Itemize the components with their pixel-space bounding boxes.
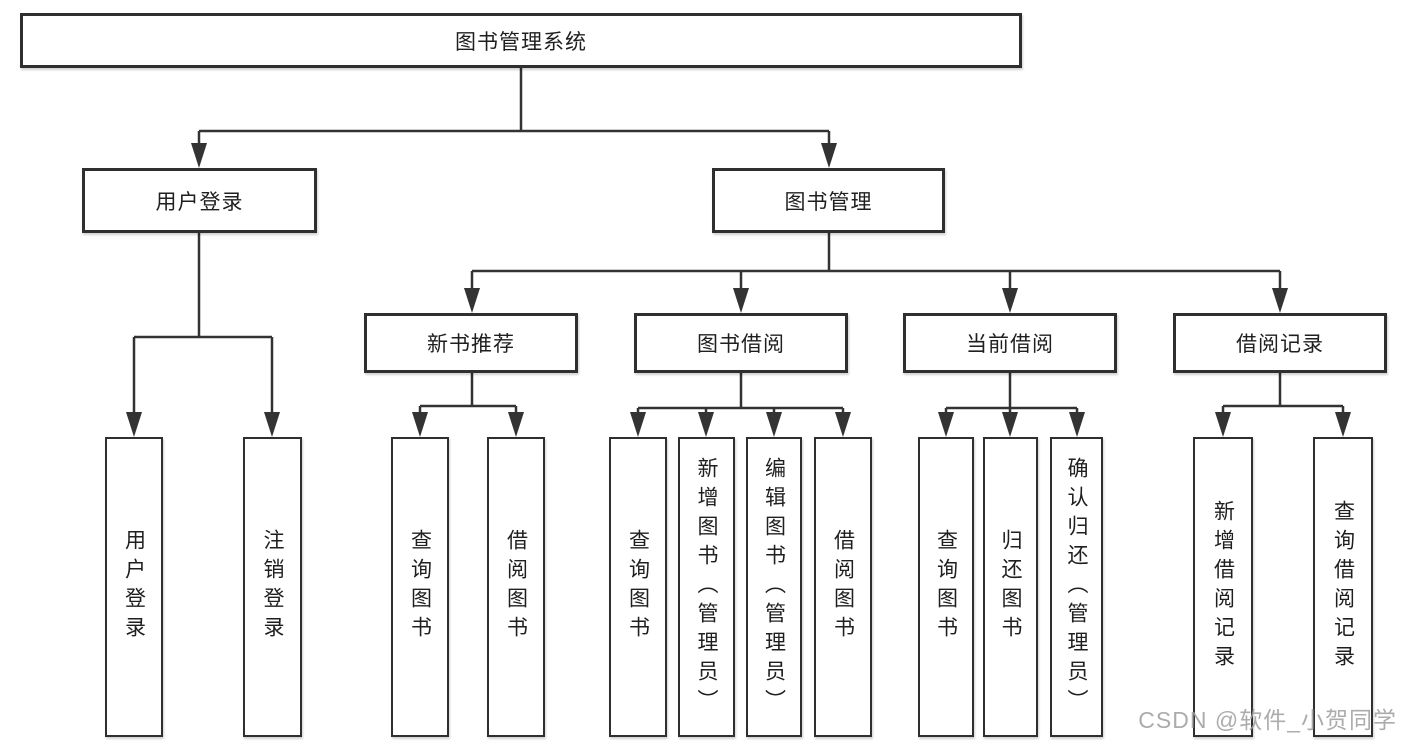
node-label-borrowing-records: 借阅记录	[1236, 333, 1324, 356]
node-new-book-recommend: 新书推荐	[364, 313, 578, 373]
node-label-leaf-edit-books-admin: 编辑图书（管理员）	[762, 456, 786, 718]
arrowhead-icon	[630, 412, 646, 437]
node-leaf-return-books: 归还图书	[983, 437, 1038, 737]
node-leaf-logout: 注销登录	[243, 437, 302, 737]
arrowhead-icon	[1335, 412, 1351, 437]
node-label-leaf-query-books-2: 查询图书	[626, 529, 650, 645]
arrowhead-icon	[733, 288, 749, 313]
arrowhead-icon	[1272, 288, 1288, 313]
node-leaf-query-books-2: 查询图书	[609, 437, 667, 737]
arrowhead-icon	[126, 412, 142, 437]
connector-path	[132, 233, 274, 429]
node-label-leaf-add-borrow-record: 新增借阅记录	[1211, 500, 1235, 674]
node-user-login-module: 用户登录	[82, 168, 317, 233]
node-label-leaf-add-books-admin: 新增图书（管理员）	[695, 456, 718, 718]
arrowhead-icon	[698, 412, 714, 437]
node-leaf-add-books-admin: 新增图书（管理员）	[678, 437, 735, 737]
arrowhead-icon	[412, 412, 428, 437]
connector-path	[470, 233, 1282, 305]
node-leaf-query-borrow-record: 查询借阅记录	[1313, 437, 1373, 737]
node-leaf-borrow-books-1: 借阅图书	[487, 437, 545, 737]
arrowhead-icon	[821, 143, 837, 168]
csdn-watermark: CSDN @软件_小贺同学	[1138, 707, 1397, 733]
node-label-user-login-module: 用户登录	[155, 190, 244, 214]
arrowhead-icon	[464, 288, 480, 313]
node-label-leaf-user-login: 用户登录	[122, 529, 146, 645]
node-label-leaf-borrow-books-1: 借阅图书	[504, 529, 528, 645]
node-leaf-add-borrow-record: 新增借阅记录	[1193, 437, 1253, 737]
node-borrowing-records: 借阅记录	[1173, 313, 1387, 373]
arrowhead-icon	[835, 412, 851, 437]
arrowhead-icon	[938, 412, 954, 437]
arrowhead-icon	[766, 412, 782, 437]
node-label-leaf-query-borrow-record: 查询借阅记录	[1331, 500, 1355, 674]
node-label-leaf-query-books-3: 查询图书	[934, 529, 958, 645]
node-label-new-book-recommend: 新书推荐	[427, 333, 515, 356]
node-label-current-borrowing: 当前借阅	[966, 333, 1054, 356]
node-book-borrowing: 图书借阅	[634, 313, 848, 373]
connector-path	[197, 68, 831, 160]
node-current-borrowing: 当前借阅	[903, 313, 1117, 373]
arrowhead-icon	[191, 143, 207, 168]
node-label-root: 图书管理系统	[455, 30, 587, 54]
arrowhead-icon	[508, 412, 524, 437]
node-leaf-query-books-1: 查询图书	[391, 437, 449, 737]
connector-path	[418, 373, 518, 429]
node-book-management-module: 图书管理	[712, 168, 945, 233]
node-label-book-management-module: 图书管理	[784, 190, 873, 214]
node-label-leaf-logout: 注销登录	[261, 529, 284, 645]
connector-path	[636, 373, 845, 429]
arrowhead-icon	[1002, 412, 1018, 437]
node-label-leaf-query-books-1: 查询图书	[408, 529, 432, 645]
node-root: 图书管理系统	[20, 13, 1022, 68]
arrowhead-icon	[1002, 288, 1018, 313]
node-leaf-user-login: 用户登录	[105, 437, 163, 737]
node-leaf-query-books-3: 查询图书	[918, 437, 974, 737]
connector-path	[1221, 373, 1345, 429]
node-label-leaf-confirm-return: 确认归还（管理员）	[1065, 456, 1088, 718]
node-label-leaf-borrow-books-2: 借阅图书	[831, 529, 855, 645]
arrowhead-icon	[1215, 412, 1231, 437]
node-leaf-borrow-books-2: 借阅图书	[814, 437, 872, 737]
node-leaf-edit-books-admin: 编辑图书（管理员）	[746, 437, 802, 737]
node-label-leaf-return-books: 归还图书	[999, 529, 1022, 645]
arrowhead-icon	[264, 412, 280, 437]
arrowhead-icon	[1069, 412, 1085, 437]
node-label-book-borrowing: 图书借阅	[697, 333, 785, 356]
node-leaf-confirm-return: 确认归还（管理员）	[1050, 437, 1103, 737]
